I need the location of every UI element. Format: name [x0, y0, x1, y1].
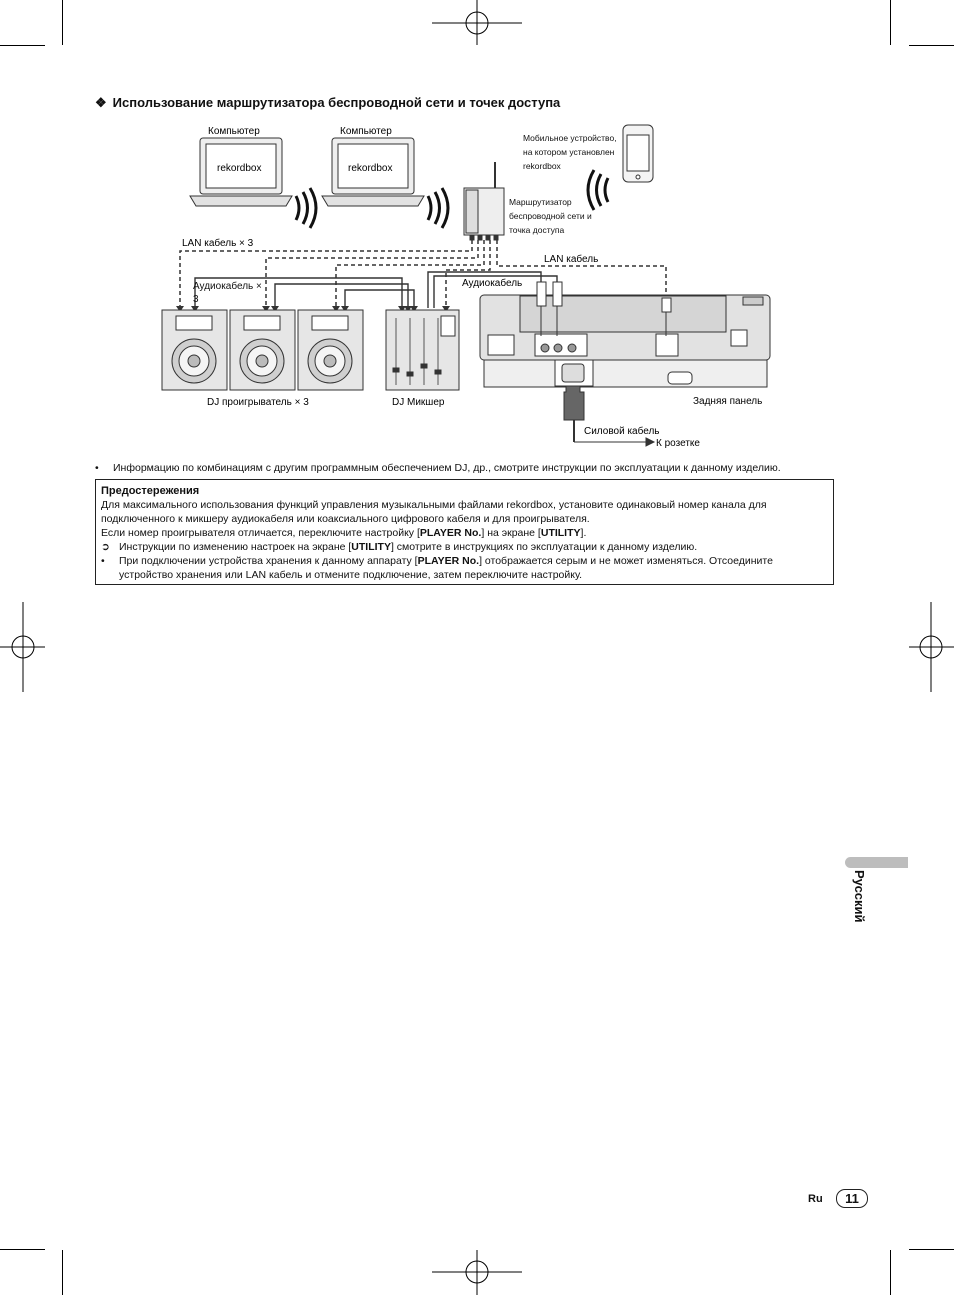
dj-player-icon: [229, 309, 296, 391]
to-outlet-label: К розетке: [656, 438, 700, 449]
router-icon: [463, 162, 505, 241]
computer2-label: Компьютер: [340, 126, 392, 137]
page-number: 11: [836, 1189, 868, 1208]
language-tab-bar: [845, 857, 908, 868]
language-tab-label: Русский: [852, 870, 867, 923]
cautions-item: • При подключении устройства хранения к …: [101, 555, 773, 581]
cautions-item: ➲ Инструкции по изменению настроек на эк…: [101, 541, 698, 553]
cautions-paragraph: Для максимального использования функций …: [101, 499, 767, 525]
rca-plug-icon: [536, 281, 563, 336]
dj-players-label: DJ проигрыватель × 3: [207, 397, 309, 408]
section-heading: ❖ Использование маршрутизатора беспроводн…: [95, 95, 560, 111]
dj-player-icon: [297, 309, 364, 391]
router-label: Маршрутизатор беспроводной сети и точка …: [509, 197, 592, 235]
audio-cable-label: Аудиокабель: [462, 277, 522, 289]
wifi-signal-icon: [294, 169, 610, 229]
bullet-icon: •: [101, 555, 105, 567]
computer1-label: Компьютер: [208, 126, 260, 137]
footer-lang-code: Ru: [808, 1193, 823, 1205]
lan-cable-x3-label: LAN кабель × 3: [182, 237, 254, 249]
cautions-title: Предостережения: [101, 485, 200, 497]
rear-panel-icon: [479, 294, 771, 388]
laptop-icon: [189, 137, 293, 207]
bullet-icon: •: [95, 462, 99, 474]
rear-panel-label: Задняя панель: [693, 396, 762, 407]
smartphone-icon: [622, 124, 654, 183]
cautions-box: Предостережения Для максимального исполь…: [95, 479, 834, 585]
power-plug-icon: [563, 385, 656, 447]
dj-mixer-icon: [385, 309, 460, 391]
diamond-bullet-icon: ❖: [95, 95, 107, 110]
lan-cable-label: LAN кабель: [544, 253, 598, 265]
info-bullet-text: Информацию по комбинациям с другим прогр…: [113, 462, 781, 474]
mobile-device-label: Мобильное устройство, на котором установ…: [523, 133, 617, 171]
section-heading-text: Использование маршрутизатора беспроводно…: [112, 95, 561, 110]
audio-cable-lines: [194, 271, 558, 308]
laptop-icon: [321, 137, 425, 207]
computer2-screen-label: rekordbox: [348, 163, 392, 174]
connection-diagram: Компьютер rekordbox Компьютер rekordbox …: [161, 124, 771, 449]
reference-arrow-icon: ➲: [101, 541, 110, 553]
arrow-icon: [176, 306, 450, 312]
info-bullet: • Информацию по комбинациям с другим прог…: [95, 462, 781, 474]
audio-cable-x3-label: Аудиокабель × 3: [193, 281, 262, 305]
dj-player-icon: [161, 309, 228, 391]
lan-plug-icon: [661, 297, 672, 336]
cautions-paragraph: Если номер проигрывателя отличается, пер…: [101, 527, 587, 539]
power-cable-label: Силовой кабель: [584, 425, 660, 437]
dj-mixer-label: DJ Микшер: [392, 397, 445, 408]
lan-cable-lines: [179, 240, 667, 308]
computer1-screen-label: rekordbox: [217, 163, 261, 174]
